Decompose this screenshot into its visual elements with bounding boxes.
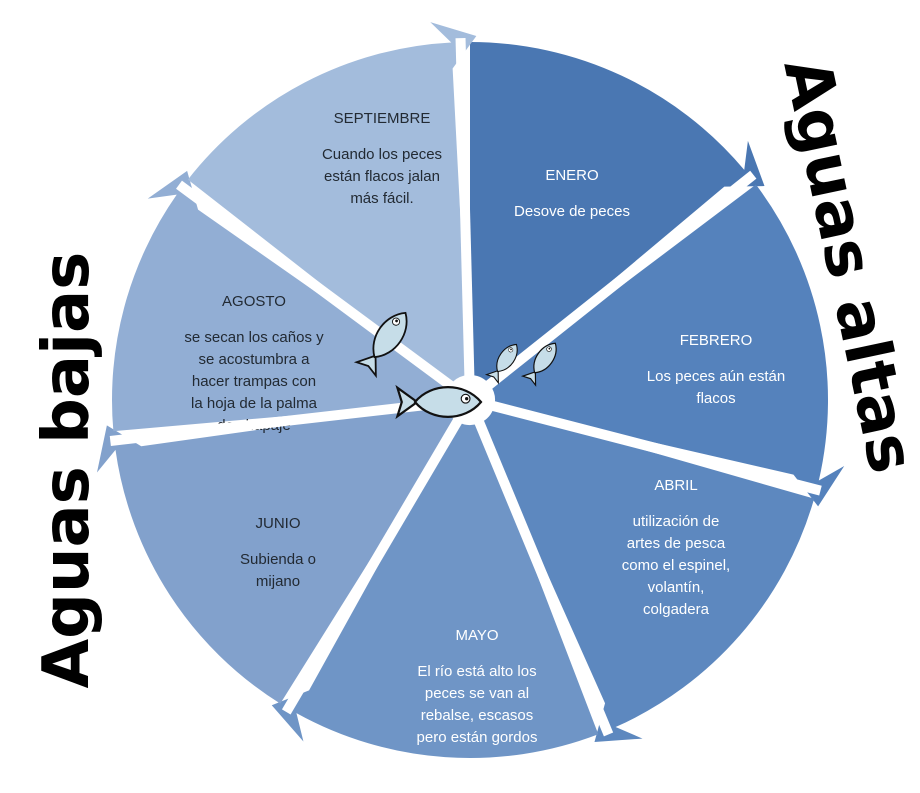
month-description-line: se acostumbra a: [199, 351, 311, 368]
month-description-line: la hoja de la palma: [191, 395, 318, 412]
fish-icon: [520, 342, 557, 387]
segment-label-mayo: MAYO El río está alto los peces se van al r…: [417, 627, 538, 746]
month-name: FEBRERO: [680, 332, 753, 349]
month-description-line: mijano: [256, 573, 300, 590]
month-description-line: pero están gordos: [417, 729, 538, 746]
month-description-line: Subienda o: [240, 551, 316, 568]
segment-label-junio: JUNIO Subienda o mijano: [240, 515, 316, 590]
month-description-line: flacos: [696, 390, 735, 407]
month-name: ENERO: [545, 167, 598, 184]
left-side-title: Aguas bajas: [30, 252, 104, 689]
month-name: JUNIO: [256, 515, 301, 532]
segment-separator: [455, 37, 475, 378]
segment-separator: [484, 170, 757, 390]
segment-febrero: [489, 184, 845, 507]
segment-mayo: [271, 421, 599, 758]
fish-icon: [353, 311, 408, 379]
month-name: SEPTIEMBRE: [334, 110, 431, 127]
segment-agosto: [111, 170, 450, 432]
fish-icon: [395, 384, 483, 420]
month-description-line: como el espinel,: [622, 557, 730, 574]
month-name: ABRIL: [654, 477, 697, 494]
month-description-line: rebalse, escasos: [421, 707, 534, 724]
month-description-line: se secan los caños y: [184, 329, 324, 346]
month-description-line: hacer trampas con: [192, 373, 316, 390]
month-description-line: peces se van al: [425, 685, 529, 702]
month-name: MAYO: [455, 627, 498, 644]
month-description-line: colgadera: [643, 601, 710, 618]
month-description-line: artes de pesca: [627, 535, 726, 552]
month-description-line: Los peces aún están: [647, 368, 785, 385]
fish-group: [353, 311, 557, 420]
segment-separator: [176, 180, 455, 391]
month-description-line: más fácil.: [350, 190, 413, 207]
segment-separator: [281, 417, 463, 715]
segment-separator: [474, 419, 614, 737]
segment-label-enero: ENERO Desove de peces: [514, 167, 630, 220]
segment-separator: [109, 397, 448, 446]
segment-abril: [480, 406, 815, 743]
month-description-line: están flacos jalan: [324, 168, 440, 185]
segment-separator: [491, 400, 822, 496]
segment-junio: [96, 403, 457, 704]
month-description-line: Cuando los peces: [322, 146, 442, 163]
segment-label-septiembre: SEPTIEMBRE Cuando los peces están flacos j…: [322, 110, 442, 207]
month-description-line: utilización de: [633, 513, 720, 530]
segment-label-febrero: FEBRERO Los peces aún están flacos: [647, 332, 785, 407]
month-description-line: volantín,: [648, 579, 705, 596]
segment-enero: [470, 42, 765, 384]
month-description-line: Desove de peces: [514, 203, 630, 220]
month-name: AGOSTO: [222, 293, 286, 310]
fish-icon: [484, 343, 518, 385]
month-description-line: El río está alto los: [417, 663, 536, 680]
segment-septiembre: [187, 22, 477, 385]
segment-label-abril: ABRIL utilización de artes de pesca como el…: [622, 477, 730, 618]
